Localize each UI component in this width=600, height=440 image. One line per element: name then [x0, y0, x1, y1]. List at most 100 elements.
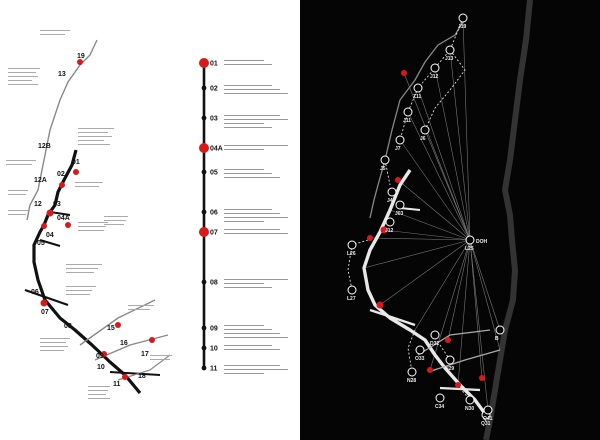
station-marker[interactable] [367, 235, 373, 241]
timeline-fine-print [224, 329, 272, 330]
timeline-stop-marker[interactable] [201, 325, 207, 331]
network-node[interactable] [415, 345, 425, 355]
station-marker[interactable] [65, 222, 71, 228]
route-label-07: 07 [41, 309, 49, 316]
timeline-stop-marker[interactable] [199, 143, 209, 153]
fine-print-blocks [6, 30, 172, 399]
network-node[interactable] [385, 217, 395, 227]
timeline-stop-marker[interactable] [201, 169, 207, 175]
station-marker[interactable] [59, 182, 65, 188]
station-marker[interactable] [380, 226, 388, 234]
network-node-label: J11 [403, 118, 411, 124]
network-node-label: N30 [465, 406, 474, 412]
timeline-fine-print [224, 337, 288, 338]
network-node[interactable] [465, 235, 475, 245]
route-label-12a: 12A [34, 177, 47, 184]
station-marker[interactable] [427, 367, 433, 373]
fan-line [457, 239, 471, 386]
timeline-stop-label: 10 [210, 346, 218, 353]
network-node-label: N29 [445, 366, 454, 372]
network-node[interactable] [413, 83, 423, 93]
station-marker[interactable] [376, 301, 384, 309]
network-node[interactable] [395, 135, 405, 145]
network-node-label: J6 [420, 136, 426, 142]
network-node[interactable] [347, 285, 357, 295]
station-marker[interactable] [46, 209, 54, 217]
station-marker[interactable] [73, 169, 79, 175]
timeline-stop-label: 11 [210, 366, 218, 373]
network-node[interactable] [380, 155, 390, 165]
timeline-stop-marker[interactable] [199, 227, 209, 237]
timeline-stop-label: 06 [210, 210, 218, 217]
station-marker[interactable] [455, 382, 461, 388]
timeline-stop-marker[interactable] [201, 115, 207, 121]
hub-label: DOH [476, 239, 488, 245]
fan-line [469, 239, 489, 411]
network-node[interactable] [407, 367, 417, 377]
timeline-fine-print [224, 177, 280, 178]
network-node[interactable] [458, 13, 468, 23]
network-node[interactable] [403, 107, 413, 117]
network-node[interactable] [430, 330, 440, 340]
station-marker[interactable] [122, 374, 128, 380]
fan-line [429, 239, 471, 371]
network-node-label: D32 [430, 341, 439, 347]
station-markers [40, 59, 155, 380]
station-marker[interactable] [149, 337, 155, 343]
station-marker[interactable] [479, 375, 485, 381]
network-node[interactable] [495, 325, 505, 335]
network-node[interactable] [483, 405, 493, 415]
timeline-fine-print [224, 93, 288, 94]
fan-line [389, 209, 471, 241]
station-marker[interactable] [41, 223, 47, 229]
network-node[interactable] [465, 395, 475, 405]
network-node[interactable] [445, 45, 455, 55]
network-node-label: C34 [435, 404, 444, 410]
network-node[interactable] [420, 125, 430, 135]
station-marker[interactable] [77, 59, 83, 65]
timeline-fine-print [224, 145, 288, 146]
timeline-stop-label: 04A [210, 146, 223, 153]
network-node[interactable] [347, 240, 357, 250]
timeline-stop-marker[interactable] [199, 58, 209, 68]
fan-line [397, 179, 471, 241]
network-node-label: J12 [430, 74, 439, 80]
network-node[interactable] [430, 63, 440, 73]
network-node-label: J12 [385, 228, 394, 234]
dashed-connectors [347, 17, 471, 401]
network-node[interactable] [435, 393, 445, 403]
station-marker[interactable] [115, 322, 121, 328]
network-node-label: Q41 [483, 416, 493, 422]
timeline-stop-marker[interactable] [201, 279, 207, 285]
network-node[interactable] [445, 355, 455, 365]
timeline-stop-marker[interactable] [201, 209, 207, 215]
station-marker[interactable] [445, 337, 451, 343]
timeline-fine-print [224, 283, 264, 284]
station-marker[interactable] [101, 351, 107, 357]
fan-line [469, 239, 501, 331]
timeline-fine-print [224, 119, 288, 120]
timeline-stop-label: 08 [210, 280, 218, 287]
route-label-04: 04 [46, 232, 54, 239]
route-label-01: 01 [72, 159, 80, 166]
timeline-fine-print [224, 365, 280, 366]
timeline-fine-print [224, 333, 280, 334]
fan-line [403, 72, 471, 241]
timeline-fine-print [224, 229, 280, 230]
fan-line [469, 239, 483, 379]
fan-line [449, 49, 471, 241]
timeline-stop-marker[interactable] [201, 345, 207, 351]
network-node[interactable] [395, 200, 405, 210]
timeline-stop-marker[interactable] [201, 365, 207, 371]
network-node[interactable] [387, 187, 397, 197]
timeline-fine-print [224, 169, 264, 170]
station-marker[interactable] [401, 70, 407, 76]
station-marker[interactable] [40, 299, 48, 307]
timeline-stop-marker[interactable] [201, 85, 207, 91]
station-marker[interactable] [395, 177, 401, 183]
timeline-fine-print [224, 221, 264, 222]
timeline-fine-print [224, 173, 272, 174]
timeline-fine-print [224, 127, 272, 128]
